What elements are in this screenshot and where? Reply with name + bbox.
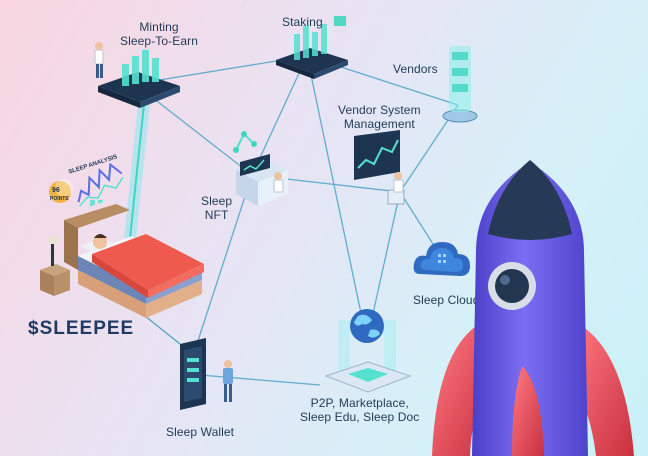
connector-staking-p2p — [306, 55, 363, 319]
sleep-score-unit: POINTS — [50, 196, 69, 202]
sleep-score: 96 — [52, 187, 60, 194]
connector-nft-wallet — [194, 174, 253, 351]
staking-label: Staking — [282, 15, 323, 29]
rocket-window — [495, 269, 529, 303]
rocket-icon — [432, 160, 634, 456]
staking-device-icon — [276, 16, 348, 79]
sleep-cloud-icon — [413, 242, 470, 276]
rocket-fin-center — [512, 366, 544, 456]
vendors-label: Vendors — [393, 62, 438, 76]
connector-vsm-p2p — [371, 191, 401, 319]
sleep-nft-label: Sleep NFT — [201, 194, 233, 222]
minting-device-icon — [94, 42, 180, 108]
minting-beam-core — [129, 103, 145, 239]
brand-title: $SLEEPEE — [28, 318, 135, 339]
connector-wallet-p2p — [199, 374, 321, 386]
sleep-wallet-label: Sleep Wallet — [166, 425, 235, 439]
sleep-analysis-panel: SLEEP ANALYSIS 96 POINTS — [49, 154, 124, 207]
vendors-tower-icon — [442, 46, 478, 123]
minting-label: Minting Sleep-To-Earn — [120, 20, 199, 48]
bed-icon — [40, 200, 204, 318]
vendor-system-label: Vendor System Management — [338, 103, 421, 131]
rocket-nose — [488, 160, 572, 240]
sleep-wallet-phone-icon — [180, 338, 233, 410]
connector-staking-nft — [251, 55, 308, 176]
sleep-cloud-label: Sleep Cloud — [413, 293, 480, 307]
sleep-nft-device-icon — [233, 131, 288, 206]
vendor-monitor-icon — [354, 130, 405, 205]
p2p-globe-icon — [324, 309, 412, 393]
p2p-label: P2P, Marketplace, Sleep Edu, Sleep Doc — [300, 396, 420, 424]
